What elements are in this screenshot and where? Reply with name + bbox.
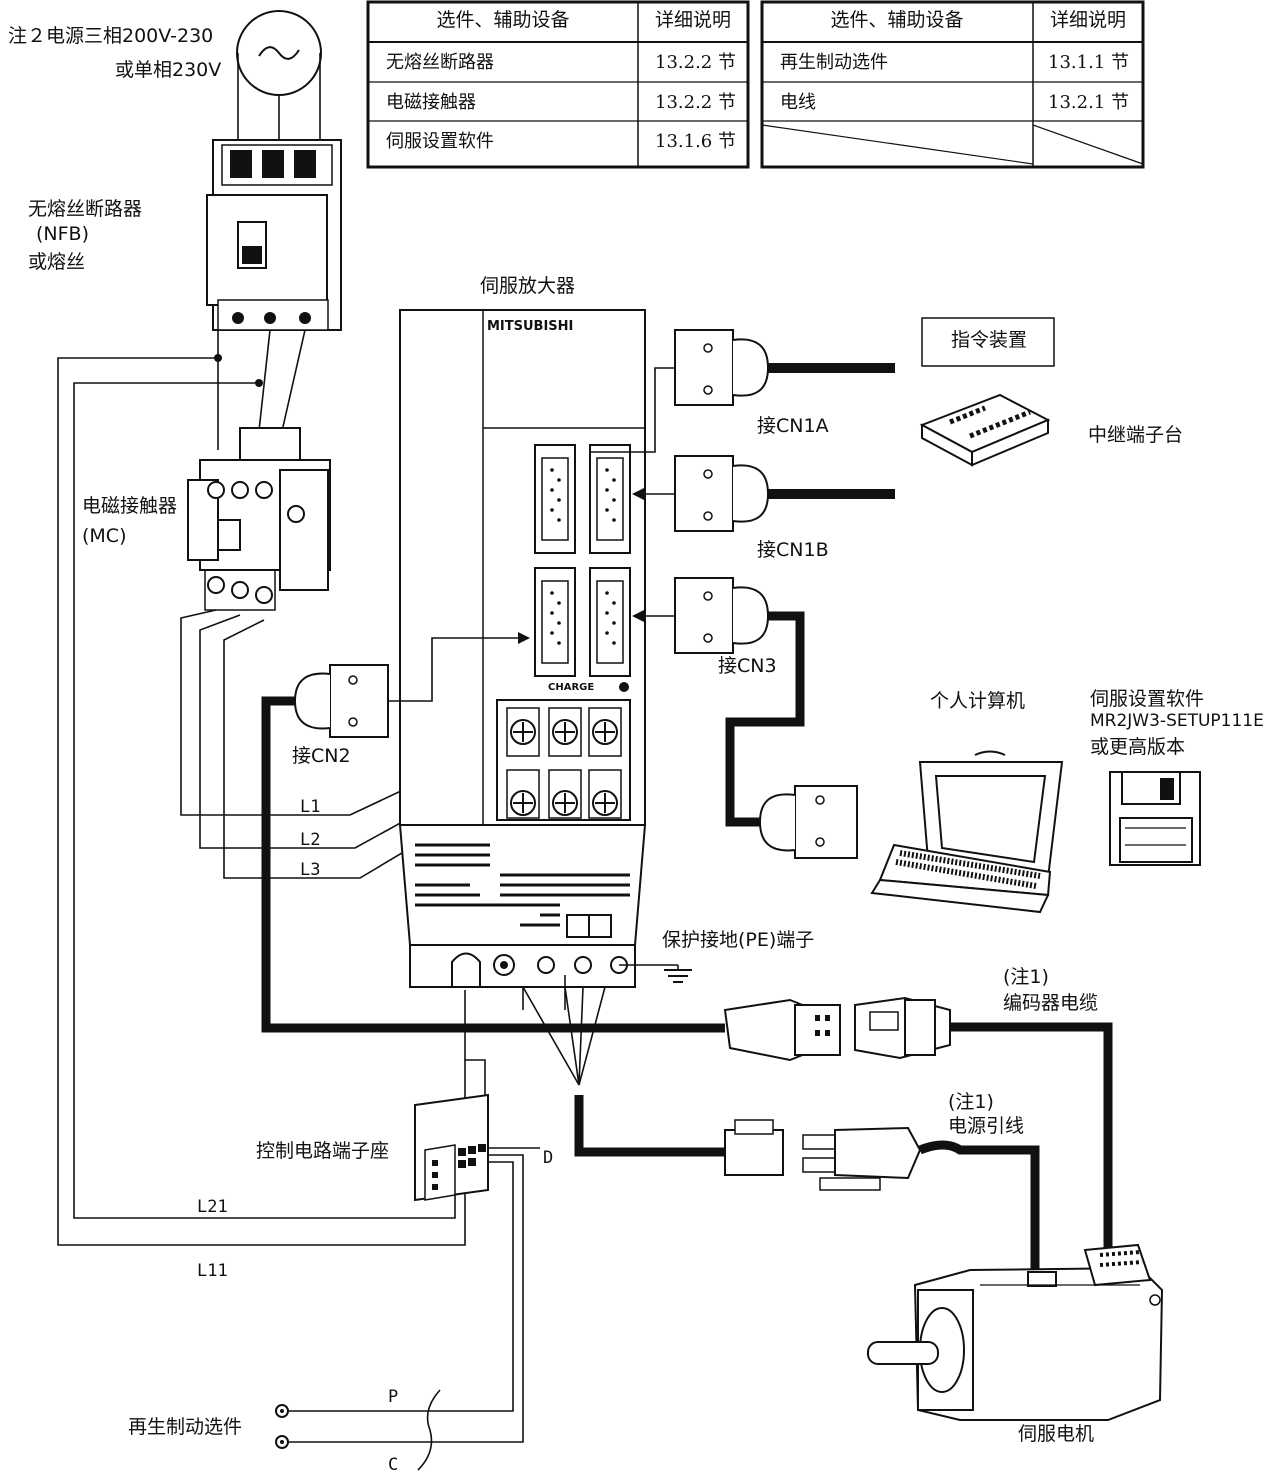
p-label: P [388, 1387, 398, 1407]
power-supply-label: 注２电源三相200V-230 [8, 25, 213, 47]
software-label-3: 或更高版本 [1090, 736, 1185, 758]
table-cell: 电线 [780, 92, 816, 113]
control-terminal-label: 控制电路端子座 [256, 1140, 389, 1162]
encoder-cable-label: 编码器电缆 [1003, 992, 1098, 1014]
control-circuit-terminal-icon [282, 990, 540, 1443]
options-table-right: 选件、辅助设备 详细说明 再生制动选件 13.1.1 节 电线 13.2.1 节 [760, 0, 1145, 169]
table-cell: 伺服设置软件 [386, 131, 494, 152]
main-power-wires [57, 329, 466, 1246]
mc-label: 电磁接触器 [82, 495, 177, 517]
floppy-disk-icon [1109, 771, 1201, 866]
table-cell: 无熔丝断路器 [386, 52, 494, 73]
uvw-leads [522, 975, 606, 1086]
relay-terminal-block-icon [919, 393, 1051, 467]
software-label: 伺服设置软件 [1090, 688, 1204, 710]
power-lead-note: (注1) [948, 1091, 994, 1113]
nfb-label-2: (NFB) [36, 223, 89, 245]
table-header-details: 详细说明 [1050, 9, 1126, 31]
encoder-note: (注1) [1003, 966, 1049, 988]
mc-label-2: (MC) [82, 525, 127, 547]
nfb-label-3: 或熔丝 [28, 251, 85, 273]
pc-label: 个人计算机 [930, 690, 1025, 712]
cn3-label: 接CN3 [718, 655, 777, 677]
cn1b-label: 接CN1B [757, 539, 829, 561]
table-cell: 13.2.2 节 [655, 52, 736, 73]
l21-label: L21 [197, 1197, 228, 1217]
ac-power-source-icon [236, 10, 322, 145]
table-header-details: 详细说明 [655, 9, 731, 31]
d-label: D [543, 1148, 553, 1168]
servo-amplifier-icon: MITSUBISHI CHARGE [398, 309, 647, 988]
command-device-label: 指令装置 [951, 329, 1027, 351]
servo-motor-icon [867, 1243, 1164, 1421]
laptop-icon [870, 750, 1064, 914]
regen-option-label: 再生制动选件 [128, 1416, 242, 1438]
charge-led-icon [619, 682, 629, 692]
cn3-connector-icon [632, 577, 858, 859]
circuit-breaker-icon [206, 139, 342, 331]
pe-terminal-label: 保护接地(PE)端子 [662, 929, 814, 951]
magnetic-contactor-icon [187, 427, 331, 611]
table-cell: 13.2.2 节 [655, 92, 736, 113]
regen-option-terminals [275, 1389, 441, 1471]
relay-terminal-label: 中继端子台 [1088, 424, 1183, 446]
table-header-options: 选件、辅助设备 [436, 9, 569, 31]
power-plug-icon [574, 1095, 1040, 1275]
table-cell: 13.1.1 节 [1048, 52, 1129, 73]
nfb-label: 无熔丝断路器 [28, 198, 142, 220]
l3-label: L3 [300, 860, 320, 880]
options-table-left: 选件、辅助设备 详细说明 无熔丝断路器 13.2.2 节 电磁接触器 13.2.… [366, 0, 750, 169]
servo-motor-label: 伺服电机 [1018, 1423, 1094, 1445]
l11-label: L11 [197, 1261, 228, 1281]
brand-logo: MITSUBISHI [487, 319, 573, 334]
cn2-label: 接CN2 [292, 745, 351, 767]
cn1a-connector-icon [590, 329, 895, 453]
software-version-label: MR2JW3-SETUP111E [1090, 711, 1264, 731]
l1-label: L1 [300, 797, 320, 817]
charge-label: CHARGE [548, 682, 594, 693]
cn1b-connector-icon [632, 455, 895, 532]
cn2-connector-icon [261, 632, 725, 1033]
power-lead-label: 电源引线 [948, 1115, 1024, 1137]
power-supply-label-2: 或单相230V [115, 59, 221, 81]
table-header-options: 选件、辅助设备 [830, 9, 963, 31]
table-cell: 再生制动选件 [780, 52, 888, 73]
table-cell: 13.1.6 节 [655, 131, 736, 152]
c-label: C [388, 1455, 398, 1473]
cn1a-label: 接CN1A [757, 415, 829, 437]
command-device-box [921, 317, 1055, 367]
encoder-plug-icon [723, 996, 1113, 1248]
table-cell: 电磁接触器 [386, 92, 476, 113]
servo-amplifier-title: 伺服放大器 [480, 275, 575, 297]
l2-label: L2 [300, 830, 320, 850]
ground-icon [619, 964, 692, 983]
table-cell: 13.2.1 节 [1048, 92, 1129, 113]
